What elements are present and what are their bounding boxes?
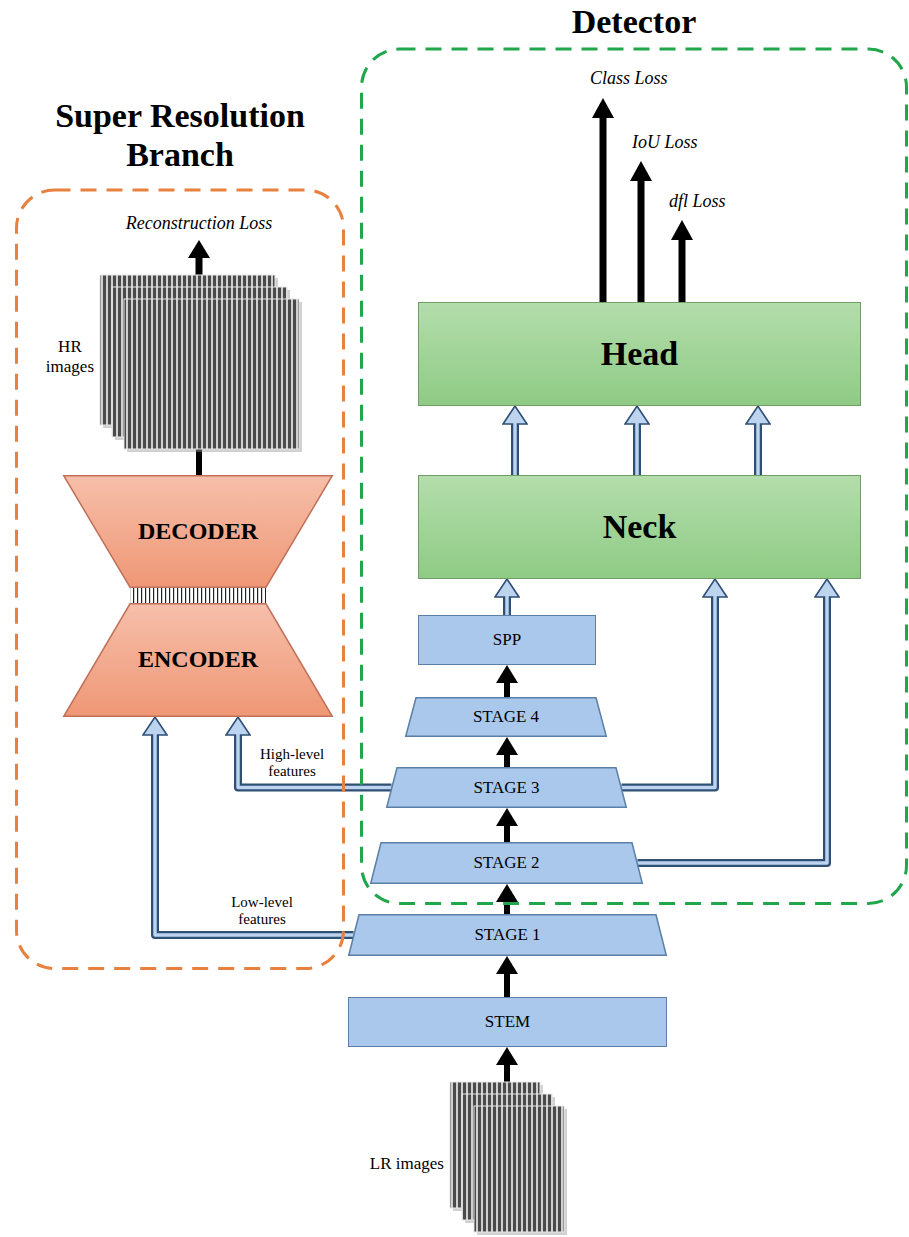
trapezoid-shape: [371, 843, 643, 884]
stem-box: STEM: [348, 997, 667, 1047]
node-label: STAGE 2: [473, 853, 539, 873]
node-label: ENCODER: [138, 646, 258, 674]
region-heading: Detector: [360, 2, 908, 41]
flow-arrow: [238, 732, 392, 788]
hollow-arrow-inner: [155, 732, 354, 935]
flow-arrow: [515, 421, 516, 475]
arrow-shaft: [504, 974, 510, 997]
arrow-shaft: [504, 683, 510, 697]
flow-arrow: [199, 449, 200, 475]
hollow-arrow-inner: [238, 732, 392, 788]
hollow-arrow-inner: [638, 594, 828, 863]
loss-arrow-head: [671, 220, 693, 240]
hr-image-stack: HR images: [100, 275, 299, 449]
arrow-shaft: [504, 1065, 510, 1082]
node-label: DECODER: [138, 518, 258, 546]
hollow-arrow-outline: [638, 597, 828, 863]
loss-label: Class Loss: [588, 68, 670, 90]
loss-arrow-head: [188, 240, 210, 258]
hollow-arrow-outline: [238, 735, 392, 788]
sem-image: [474, 1106, 564, 1232]
spp-box: SPP: [418, 615, 596, 665]
loss-arrow-shaft: [638, 179, 645, 302]
image-label: HR images: [46, 337, 94, 376]
trapezoid-shape: [387, 768, 627, 808]
arrow-shaft: [196, 449, 202, 475]
node-label: STAGE 3: [473, 778, 539, 798]
arrow-shaft: [504, 755, 510, 767]
node-label: STEM: [485, 1012, 530, 1032]
flow-arrow: [507, 826, 508, 842]
hollow-arrow-inner: [505, 594, 509, 615]
edge-label: Low-level features: [218, 893, 306, 930]
flow-arrow: [155, 732, 354, 935]
hollow-arrow-outline: [622, 597, 716, 788]
image-label: LR images: [370, 1154, 444, 1174]
loss-label: IoU Loss: [630, 132, 700, 154]
hollow-arrow-inner: [635, 421, 639, 475]
loss-arrow-shaft: [600, 116, 607, 302]
bottleneck-stripes: [130, 588, 266, 603]
loss-arrow-shaft: [196, 256, 203, 275]
hollow-arrow-inner: [756, 421, 760, 475]
flow-arrow: [507, 755, 508, 767]
flow-arrow: [622, 594, 716, 788]
stage-trapezoid: STAGE 3: [386, 767, 627, 808]
hollow-arrow-inner: [622, 594, 716, 788]
flow-arrow: [507, 974, 508, 997]
decoder-trapezoid: DECODER: [63, 475, 333, 588]
loss-label: Reconstruction Loss: [124, 213, 275, 235]
lr-image-stack: LR images: [450, 1082, 564, 1232]
node-label: Neck: [603, 507, 677, 546]
flow-arrow: [758, 421, 759, 475]
dashed-region-outline: [362, 49, 907, 903]
node-label: STAGE 1: [474, 925, 540, 945]
neck-box: Neck: [418, 475, 861, 579]
stage-trapezoid: STAGE 4: [405, 697, 607, 737]
dashed-region-outline: [17, 190, 344, 969]
region-heading: Super Resolution Branch: [15, 96, 345, 174]
image-outline: [450, 1082, 564, 1232]
flow-arrow: [637, 421, 638, 475]
flow-arrow: [507, 1065, 508, 1082]
loss-arrow-head: [592, 98, 614, 118]
loss-arrow-shaft: [679, 238, 686, 302]
node-label: SPP: [493, 630, 521, 650]
trapezoid-shape: [64, 604, 333, 717]
flow-arrow: [638, 594, 828, 863]
stage-trapezoid: STAGE 1: [348, 914, 667, 956]
encoder-trapezoid: ENCODER: [63, 603, 333, 717]
flow-arrow: [507, 594, 508, 615]
head-box: Head: [418, 302, 861, 406]
stage-trapezoid: STAGE 2: [370, 842, 643, 884]
hollow-arrow-inner: [513, 421, 517, 475]
node-label: Head: [601, 334, 678, 373]
arrow-shaft: [504, 826, 510, 842]
bottleneck-connector: [198, 588, 199, 603]
trapezoid-shape: [349, 915, 667, 956]
flow-arrow: [507, 683, 508, 697]
hollow-arrow-outline: [155, 735, 354, 935]
loss-arrow-head: [630, 161, 652, 181]
loss-label: dfl Loss: [667, 191, 728, 213]
edge-label: High-level features: [248, 745, 336, 782]
image-outline: [100, 275, 299, 449]
trapezoid-shape: [406, 698, 607, 737]
sem-image: [124, 299, 299, 449]
trapezoid-shape: [64, 476, 333, 588]
node-label: STAGE 4: [473, 707, 539, 727]
